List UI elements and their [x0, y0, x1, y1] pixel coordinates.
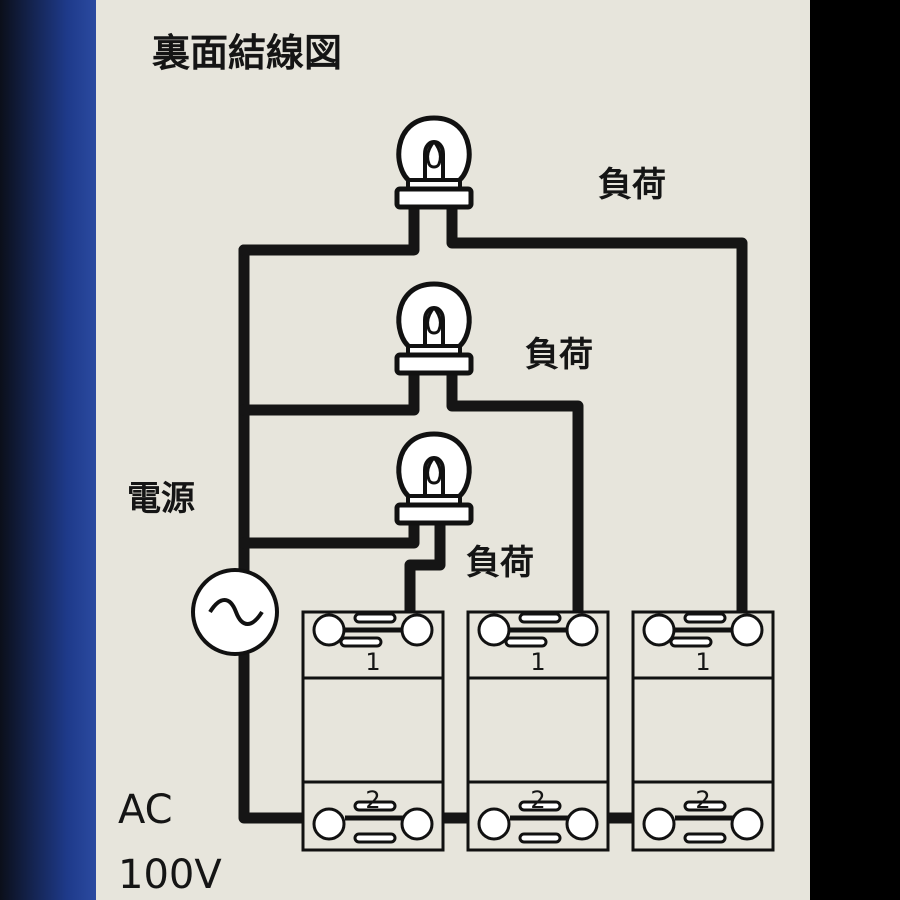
bulb3-right-wire — [404, 514, 446, 618]
load-label-3: 負荷 — [466, 543, 534, 583]
switch-3-terminal-bottom-label: 2 — [695, 786, 710, 814]
switch-1: 1 2 — [303, 612, 443, 850]
ac-wave-icon — [208, 598, 264, 626]
switch-2-terminal-top-label: 1 — [530, 648, 545, 676]
switch-1-terminal-top-label: 1 — [365, 648, 380, 676]
switch-3: 1 2 — [633, 612, 773, 850]
switch-2-terminal-bottom-label: 2 — [530, 786, 545, 814]
switch-3-terminal-top-label: 1 — [695, 648, 710, 676]
switch-1-terminal-bottom-label: 2 — [365, 786, 380, 814]
voltage-label: 100V — [118, 852, 222, 898]
bulb2-left-wire — [238, 366, 420, 416]
left-blue-edge — [0, 0, 96, 900]
left-bus-lower-wire — [238, 649, 336, 824]
bulb1-left-wire — [238, 199, 420, 256]
right-dark-edge — [810, 0, 900, 900]
ac-label: AC — [118, 787, 173, 833]
bulb-3 — [397, 434, 471, 523]
bulb2-right-wire — [446, 366, 584, 618]
load-label-1: 負荷 — [598, 165, 666, 205]
diagram-title: 裏面結線図 — [152, 31, 342, 75]
switch-2: 1 2 — [468, 612, 608, 850]
bulb3-left-wire — [238, 514, 420, 549]
load-label-2: 負荷 — [525, 335, 593, 375]
bulb-2 — [397, 284, 471, 373]
power-source-label: 電源 — [127, 479, 195, 519]
bulb-1 — [397, 118, 471, 207]
ac-source-symbol — [191, 568, 279, 656]
bulb1-right-wire — [446, 199, 748, 618]
